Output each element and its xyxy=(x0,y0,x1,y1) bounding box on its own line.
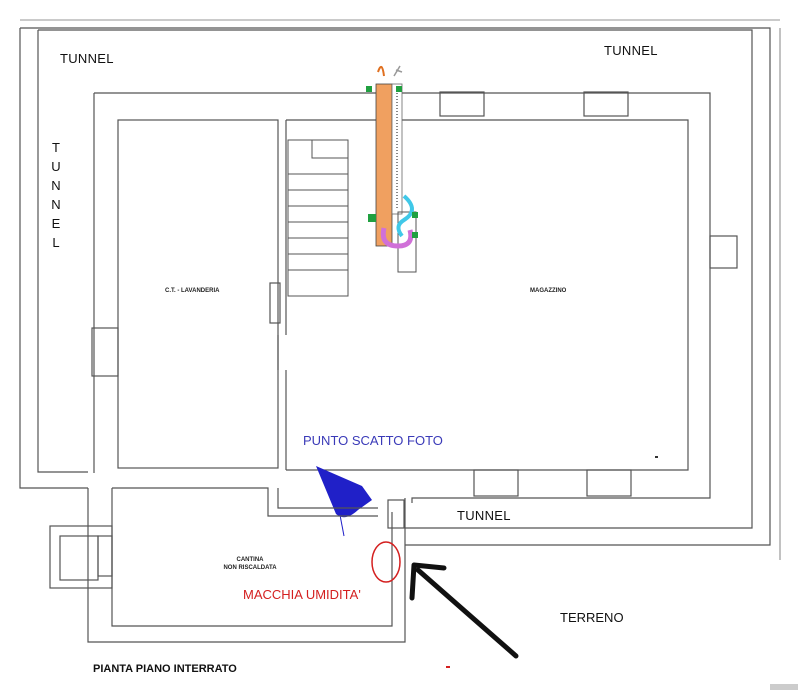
tunnel-letter: N xyxy=(51,197,61,212)
tunnel-outer-walls xyxy=(19,19,781,560)
red-dot xyxy=(446,666,450,668)
damp-spot-circle xyxy=(371,541,401,583)
tunnel-letter: E xyxy=(51,216,61,231)
damp-spot-label: MACCHIA UMIDITA' xyxy=(243,587,361,602)
tunnel-label-bottom: TUNNEL xyxy=(457,508,511,523)
ground-label: TERRENO xyxy=(560,610,624,625)
room-cellar-label: CANTINA NON RISCALDATA xyxy=(220,556,280,572)
staircase xyxy=(287,139,349,297)
tunnel-letter: L xyxy=(52,235,60,250)
building-walls xyxy=(91,91,738,503)
tunnel-letter: U xyxy=(51,159,61,174)
tunnel-label-top-right: TUNNEL xyxy=(604,43,658,58)
flue-and-pipes xyxy=(366,65,418,273)
cellar-walls xyxy=(49,487,406,643)
tunnel-letter: T xyxy=(52,140,60,155)
room-cellar-line2: NON RISCALDATA xyxy=(223,565,277,571)
small-mark xyxy=(655,456,658,458)
room-cellar-line1: CANTINA xyxy=(236,557,264,563)
plan-title: PIANTA PIANO INTERRATO xyxy=(93,663,237,675)
room-storage-label: MAGAZZINO xyxy=(530,288,567,294)
tunnel-label-top-left: TUNNEL xyxy=(60,51,114,66)
tunnel-letter: N xyxy=(51,178,61,193)
tunnel-label-vertical: T U N N E L xyxy=(50,138,62,252)
arrow-to-damp-spot xyxy=(409,562,519,659)
photo-point-label: PUNTO SCATTO FOTO xyxy=(303,433,443,448)
photo-point-marker xyxy=(316,466,372,537)
room-laundry-label: C.T. - LAVANDERIA xyxy=(165,288,220,294)
corner-mark xyxy=(770,684,798,690)
